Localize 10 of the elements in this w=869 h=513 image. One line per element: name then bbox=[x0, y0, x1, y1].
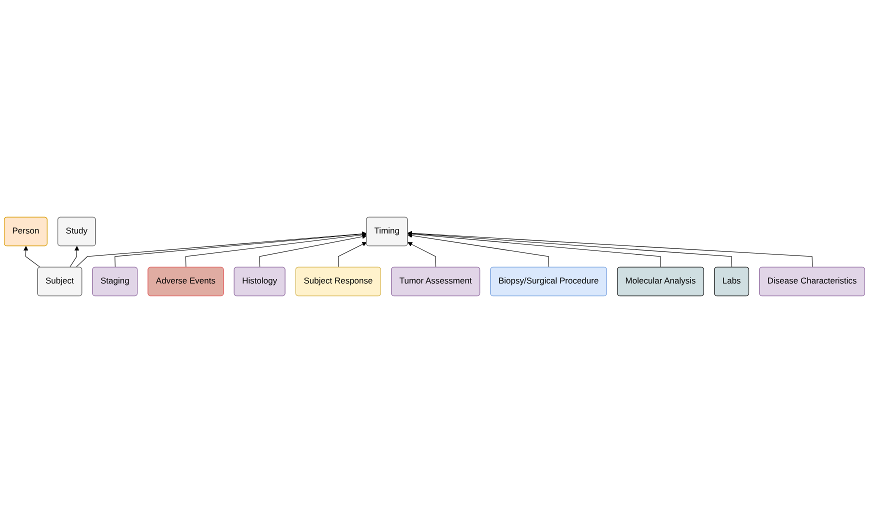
arrow bbox=[185, 232, 367, 268]
arrow bbox=[69, 246, 80, 268]
arrow bbox=[408, 233, 550, 268]
arrow bbox=[408, 231, 732, 268]
arrow bbox=[408, 242, 436, 268]
arrow bbox=[408, 230, 813, 268]
arrow bbox=[408, 232, 662, 268]
arrow bbox=[259, 234, 367, 268]
arrow bbox=[338, 242, 367, 268]
arrow bbox=[24, 246, 41, 268]
